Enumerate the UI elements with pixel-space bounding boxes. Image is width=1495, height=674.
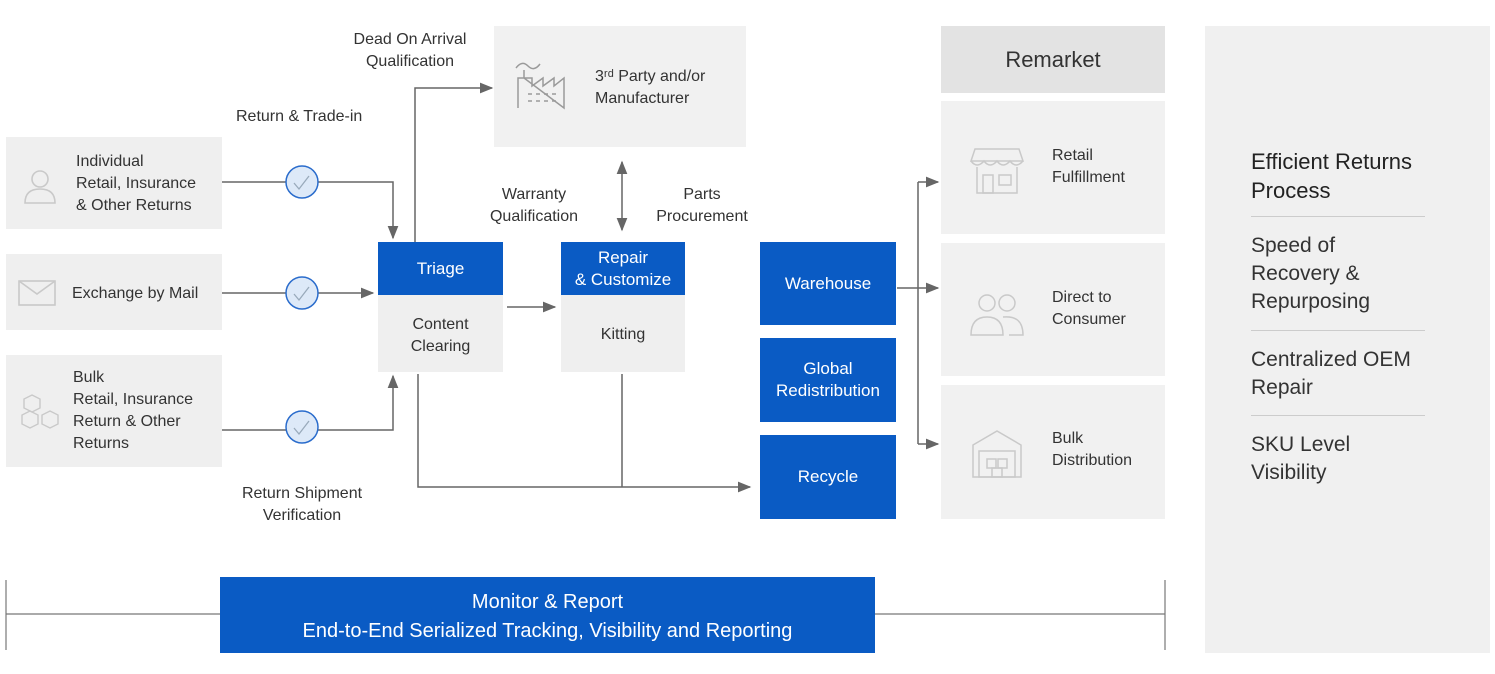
input-individual-label: Individual Retail, Insurance & Other Ret… [76,153,197,214]
sidebar-divider [1251,415,1425,416]
mail-icon [18,280,56,306]
input-exchange: Exchange by Mail [6,254,222,330]
check-icon [285,410,319,444]
label-return-trade-in: Return & Trade-in [236,108,363,125]
input-bulk: Bulk Retail, Insurance Return & Other Re… [6,355,222,467]
third-party-label: 3ʳᵈ Party and/or Manufacturer [595,68,706,107]
arrow-bulk-to-triage [222,374,399,431]
remarket-direct: Direct to Consumer [941,243,1165,376]
warehouse-icon [972,430,1022,478]
label-return-shipment: Return Shipment Verification [241,485,363,524]
triage-box: Triage Content Clearing [378,242,503,372]
recycle-box: Recycle [760,435,896,519]
arrow-triage-to-third-party [414,82,494,242]
sidebar-item-speed: Speed of Recovery & Repurposing [1251,234,1371,313]
input-bulk-label: Bulk Retail, Insurance Return & Other Re… [73,369,194,452]
sidebar-title: Efficient Returns Process [1251,149,1413,203]
third-party-box: 3ʳᵈ Party and/or Manufacturer [494,26,746,147]
label-dead-on-arrival: Dead On Arrival Qualification [353,31,467,70]
label-warranty: Warranty Qualification [489,186,579,225]
warehouse-box: Warehouse [760,242,896,325]
remarket-retail-label: Retail Fulfillment [1052,147,1125,186]
monitor-title: Monitor & Report [471,591,624,613]
benefits-sidebar: Efficient Returns Process Speed of Recov… [1205,26,1490,653]
remarket-bulk: Bulk Distribution [941,385,1165,519]
check-icon [285,165,319,199]
people-icon [970,294,1024,336]
global-redistribution-box: Global Redistribution [760,338,896,422]
monitor-bar: Monitor & Report End-to-End Serialized T… [220,577,875,653]
check-icon [285,276,319,310]
remarket-header: Remarket [941,26,1165,93]
sidebar-item-oem: Centralized OEM Repair [1251,348,1411,399]
sidebar-divider [1251,330,1425,331]
remarket-retail: Retail Fulfillment [941,101,1165,234]
arrow-to-recycle [417,374,752,493]
factory-icon [515,62,565,110]
repair-box: Repair & Customize Kitting [561,242,685,372]
remarket-direct-label: Direct to Consumer [1052,289,1126,328]
arrow-individual-to-triage [222,181,399,240]
repair-title: Repair & Customize [561,242,685,295]
triage-title: Triage [378,242,503,295]
sidebar-divider [1251,216,1425,217]
monitor-subtitle: End-to-End Serialized Tracking, Visibili… [302,620,793,642]
person-icon [24,170,56,204]
input-exchange-label: Exchange by Mail [72,285,199,302]
sidebar-item-sku: SKU Level Visibility [1251,433,1351,484]
remarket-bulk-label: Bulk Distribution [1052,430,1133,469]
boxes-icon [21,394,59,429]
check-icons [285,165,319,444]
input-individual: Individual Retail, Insurance & Other Ret… [6,137,222,229]
store-icon [969,148,1025,194]
label-parts: Parts Procurement [656,186,748,225]
repair-body: Kitting [600,326,646,343]
triage-body: Content Clearing [410,316,471,355]
